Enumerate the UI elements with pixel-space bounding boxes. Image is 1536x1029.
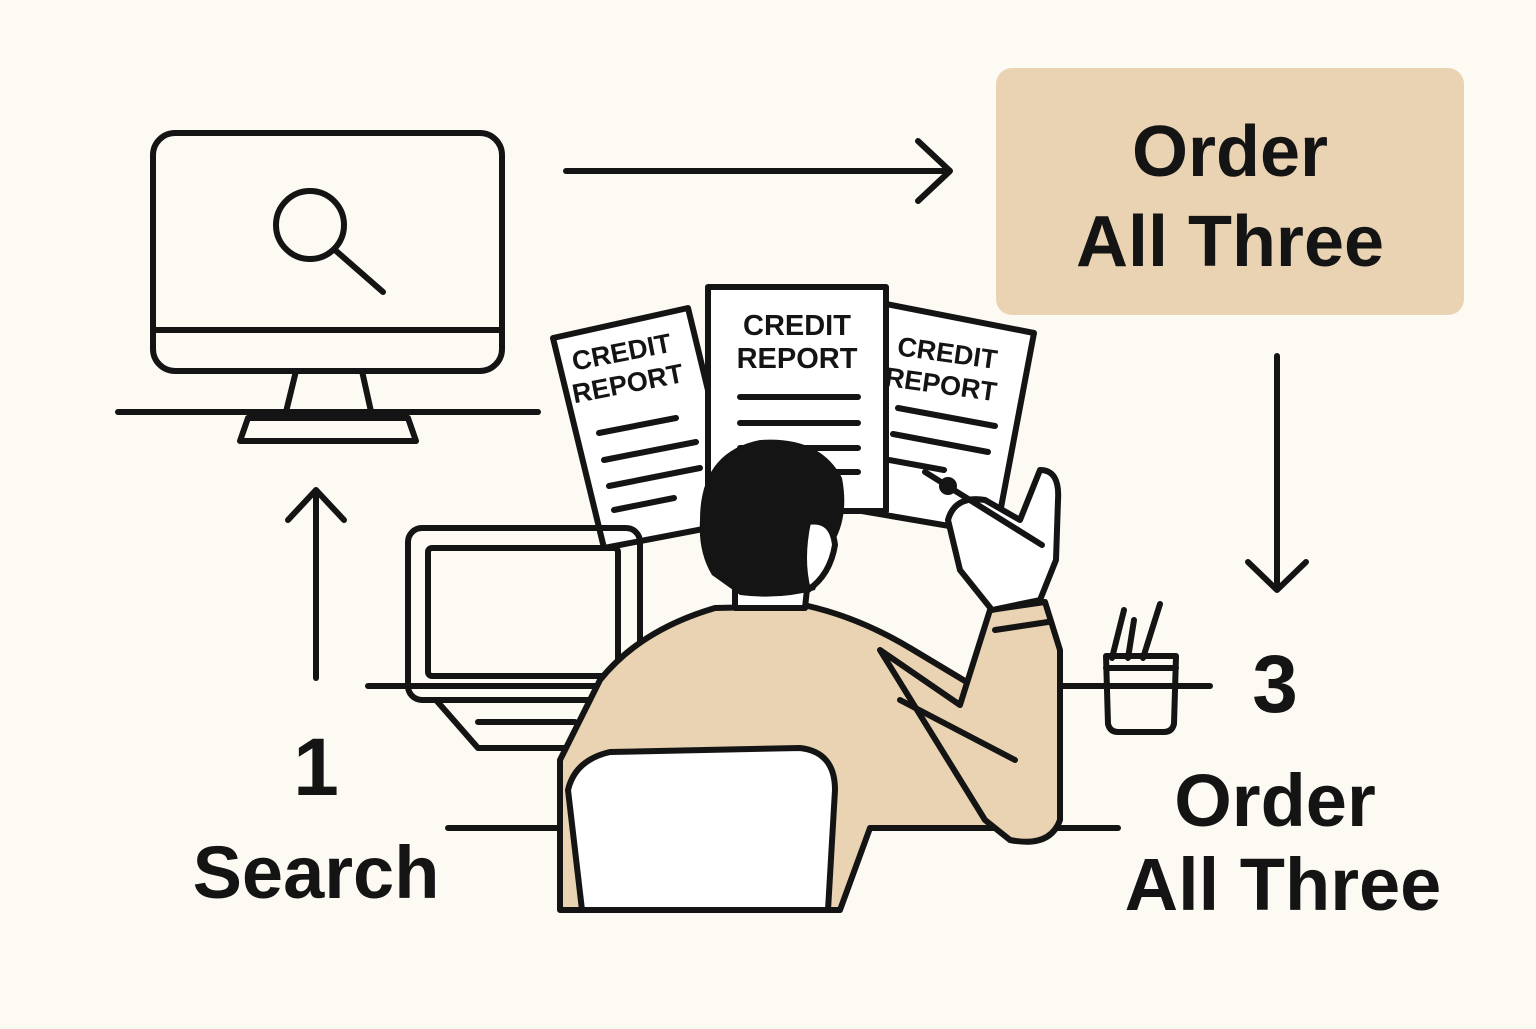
magnifier-lens-icon [273, 188, 347, 262]
person-ear [801, 518, 838, 593]
chair-back [565, 745, 838, 913]
step-3: 3 Order All Three [1125, 639, 1442, 926]
person-sleeve-fold [897, 697, 1018, 763]
document-right-text-lines [886, 405, 998, 473]
laptop-icon [405, 525, 643, 751]
document-center-text-lines [737, 394, 861, 475]
highlight-box-bg [996, 68, 1464, 315]
highlight-box-line1: Order [1132, 112, 1328, 192]
arrow-right-icon [563, 138, 953, 204]
person-arm [877, 599, 1063, 845]
document-center-title-line1: CREDIT [743, 310, 851, 342]
pen-grip [939, 477, 957, 495]
pen-cup-icon [1103, 601, 1179, 735]
monitor-search-icon [115, 130, 541, 444]
monitor-screen [150, 130, 505, 374]
step-3-label-line1: Order [1174, 759, 1376, 842]
step-1-number: 1 [293, 722, 339, 813]
step-1-label: Search [193, 831, 440, 914]
magnifier-handle-icon [332, 247, 386, 295]
document-left-text-lines [596, 415, 703, 513]
arrow-up-icon [285, 487, 347, 681]
document-center-title-line2: REPORT [737, 343, 858, 375]
monitor-stand [282, 368, 375, 419]
person-cuff [992, 619, 1051, 633]
arrow-down-icon [1245, 353, 1309, 593]
step-1: 1 Search [193, 722, 440, 914]
step-3-number: 3 [1252, 639, 1298, 730]
highlight-box-line2: All Three [1076, 202, 1384, 282]
order-all-three-box: Order All Three [996, 68, 1464, 315]
step-3-label-line2: All Three [1125, 843, 1442, 926]
credit-report-document-right: CREDIT REPORT [841, 300, 1037, 537]
monitor-base [237, 415, 419, 444]
credit-report-document-left: CREDIT REPORT [550, 305, 743, 551]
